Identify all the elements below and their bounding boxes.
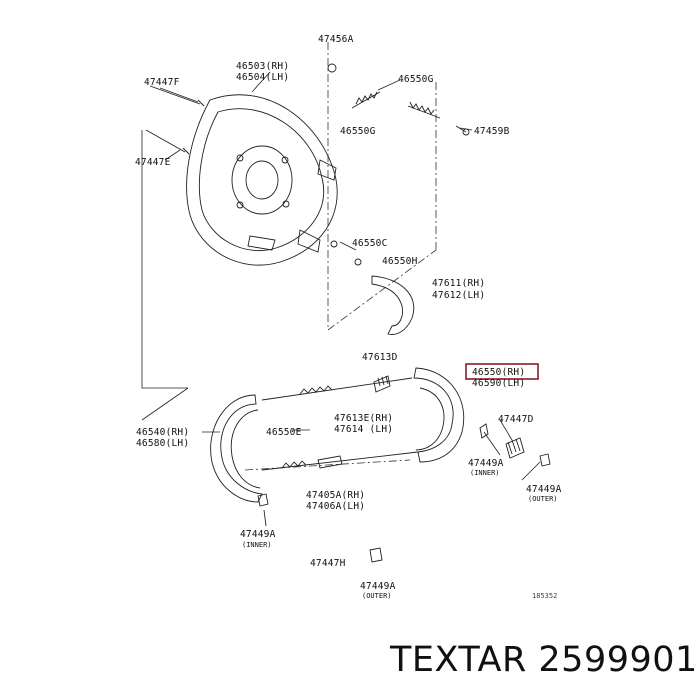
label-47447E: 47447E bbox=[135, 157, 171, 168]
label-46540: 46540(RH) bbox=[136, 427, 189, 438]
label-47449A-inner-right: 47449A bbox=[468, 458, 504, 469]
label-46590-lh: 46590(LH) bbox=[472, 378, 525, 389]
label-47405A: 47405A(RH) bbox=[306, 490, 365, 501]
label-46550-rh: 46550(RH) bbox=[472, 367, 525, 378]
label-46550C: 46550C bbox=[352, 238, 388, 249]
adjuster-spring bbox=[327, 63, 381, 109]
hold-down-bottom bbox=[257, 493, 383, 563]
label-47449A-outer-bottom-sub: (OUTER) bbox=[362, 592, 392, 600]
label-47612: 47612(LH) bbox=[432, 290, 485, 301]
diagram-code: 185352 bbox=[532, 592, 557, 600]
brand-caption: TEXTAR 2599901 bbox=[390, 640, 698, 680]
backing-plate bbox=[186, 94, 338, 266]
boundary-line bbox=[141, 130, 188, 389]
brake-shoe-right bbox=[413, 367, 465, 463]
shoe-adjuster bbox=[317, 455, 343, 469]
label-47456A: 47456A bbox=[318, 34, 354, 45]
strut bbox=[373, 375, 391, 393]
brake-shoe-left bbox=[210, 394, 263, 503]
leader-line bbox=[251, 71, 271, 93]
label-47449A-outer-bottom: 47449A bbox=[360, 581, 396, 592]
label-47459B: 47459B bbox=[474, 126, 510, 137]
leader-line bbox=[499, 419, 513, 441]
label-46550G-top: 46550G bbox=[398, 74, 434, 85]
label-47449A-inner-bottom: 47449A bbox=[240, 529, 276, 540]
boundary-line bbox=[141, 387, 189, 421]
leader-line bbox=[159, 87, 199, 103]
lower-spring-coil bbox=[281, 460, 307, 469]
pin-47447E bbox=[145, 129, 190, 155]
label-47613E: 47613E(RH) bbox=[334, 413, 393, 424]
pin-47447F bbox=[149, 85, 205, 107]
label-46503: 46503(RH) bbox=[236, 61, 289, 72]
hold-down-right bbox=[479, 423, 551, 467]
label-46580: 46580(LH) bbox=[136, 438, 189, 449]
leader-line bbox=[483, 431, 501, 456]
assembly-line bbox=[327, 249, 437, 331]
assembly-line bbox=[244, 459, 411, 471]
label-47447F: 47447F bbox=[144, 77, 180, 88]
label-46550E: 46550E bbox=[266, 427, 302, 438]
label-47613D: 47613D bbox=[362, 352, 398, 363]
label-47447D: 47447D bbox=[498, 414, 534, 425]
label-46550H: 46550H bbox=[382, 256, 418, 267]
label-47614: 47614 (LH) bbox=[334, 424, 393, 435]
upper-spring bbox=[261, 377, 413, 401]
label-46504: 46504(LH) bbox=[236, 72, 289, 83]
clip-46550H bbox=[354, 258, 362, 266]
highlight-box bbox=[465, 363, 539, 380]
leader-line bbox=[339, 241, 357, 251]
leader-line bbox=[521, 461, 541, 481]
leader-line bbox=[164, 149, 181, 161]
lower-spring bbox=[261, 451, 419, 471]
label-47449A-outer-right: 47449A bbox=[526, 484, 562, 495]
label-47449A-outer-right-sub: (OUTER) bbox=[528, 495, 558, 503]
label-47611: 47611(RH) bbox=[432, 278, 485, 289]
label-47406A: 47406A(LH) bbox=[306, 501, 365, 512]
parking-lever bbox=[371, 275, 415, 335]
label-47449A-inner-right-sub: (INNER) bbox=[470, 469, 500, 477]
label-47447H: 47447H bbox=[310, 558, 346, 569]
leader-line bbox=[377, 79, 401, 91]
upper-spring-coil bbox=[299, 385, 333, 395]
label-46550G-bottom: 46550G bbox=[340, 126, 376, 137]
adjuster-spring-2 bbox=[407, 101, 470, 136]
clip-46550C bbox=[330, 240, 338, 248]
label-47449A-inner-bottom-sub: (INNER) bbox=[242, 541, 272, 549]
